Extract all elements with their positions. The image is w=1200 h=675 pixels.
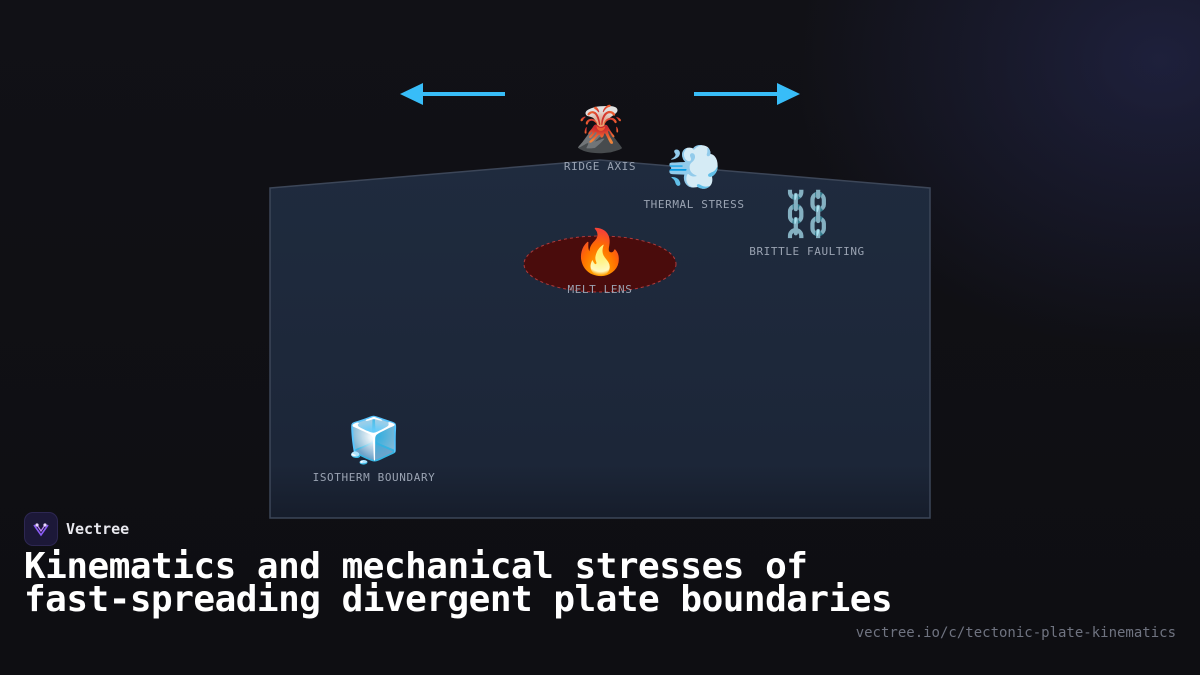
- page-title: Kinematics and mechanical stresses of fa…: [24, 546, 893, 620]
- steam-icon: 💨: [666, 142, 722, 193]
- melt-lens-label: MELT LENS: [567, 283, 633, 296]
- melt-lens-shape: [523, 235, 677, 293]
- isotherm-boundary-label: ISOTHERM BOUNDARY: [312, 471, 436, 484]
- node-brittle-faulting: ⛓️ BRITTLE FAULTING: [749, 189, 865, 259]
- volcano-icon: 🌋: [572, 104, 628, 155]
- node-isotherm-boundary: 🧊 ISOTHERM BOUNDARY: [312, 415, 436, 485]
- brand-name: Vectree: [66, 520, 130, 538]
- node-melt-lens: 🔥 MELT LENS: [567, 227, 633, 297]
- brittle-faulting-label: BRITTLE FAULTING: [749, 245, 865, 258]
- source-url: vectree.io/c/tectonic-plate-kinematics: [855, 625, 1176, 641]
- vectree-logo-icon: [24, 512, 58, 546]
- left-spreading-arrow: [400, 83, 505, 105]
- thermal-stress-label: THERMAL STRESS: [643, 198, 745, 211]
- fire-icon: 🔥: [572, 227, 628, 278]
- chain-icon: ⛓️: [779, 189, 835, 240]
- right-spreading-arrow: [694, 83, 800, 105]
- node-thermal-stress: 💨 THERMAL STRESS: [643, 142, 745, 212]
- ice-cube-icon: 🧊: [346, 415, 402, 466]
- brand: Vectree: [24, 512, 129, 546]
- plate-cross-section: [269, 159, 931, 519]
- node-ridge-axis: 🌋 RIDGE AXIS: [563, 104, 637, 174]
- ridge-axis-label: RIDGE AXIS: [563, 160, 637, 173]
